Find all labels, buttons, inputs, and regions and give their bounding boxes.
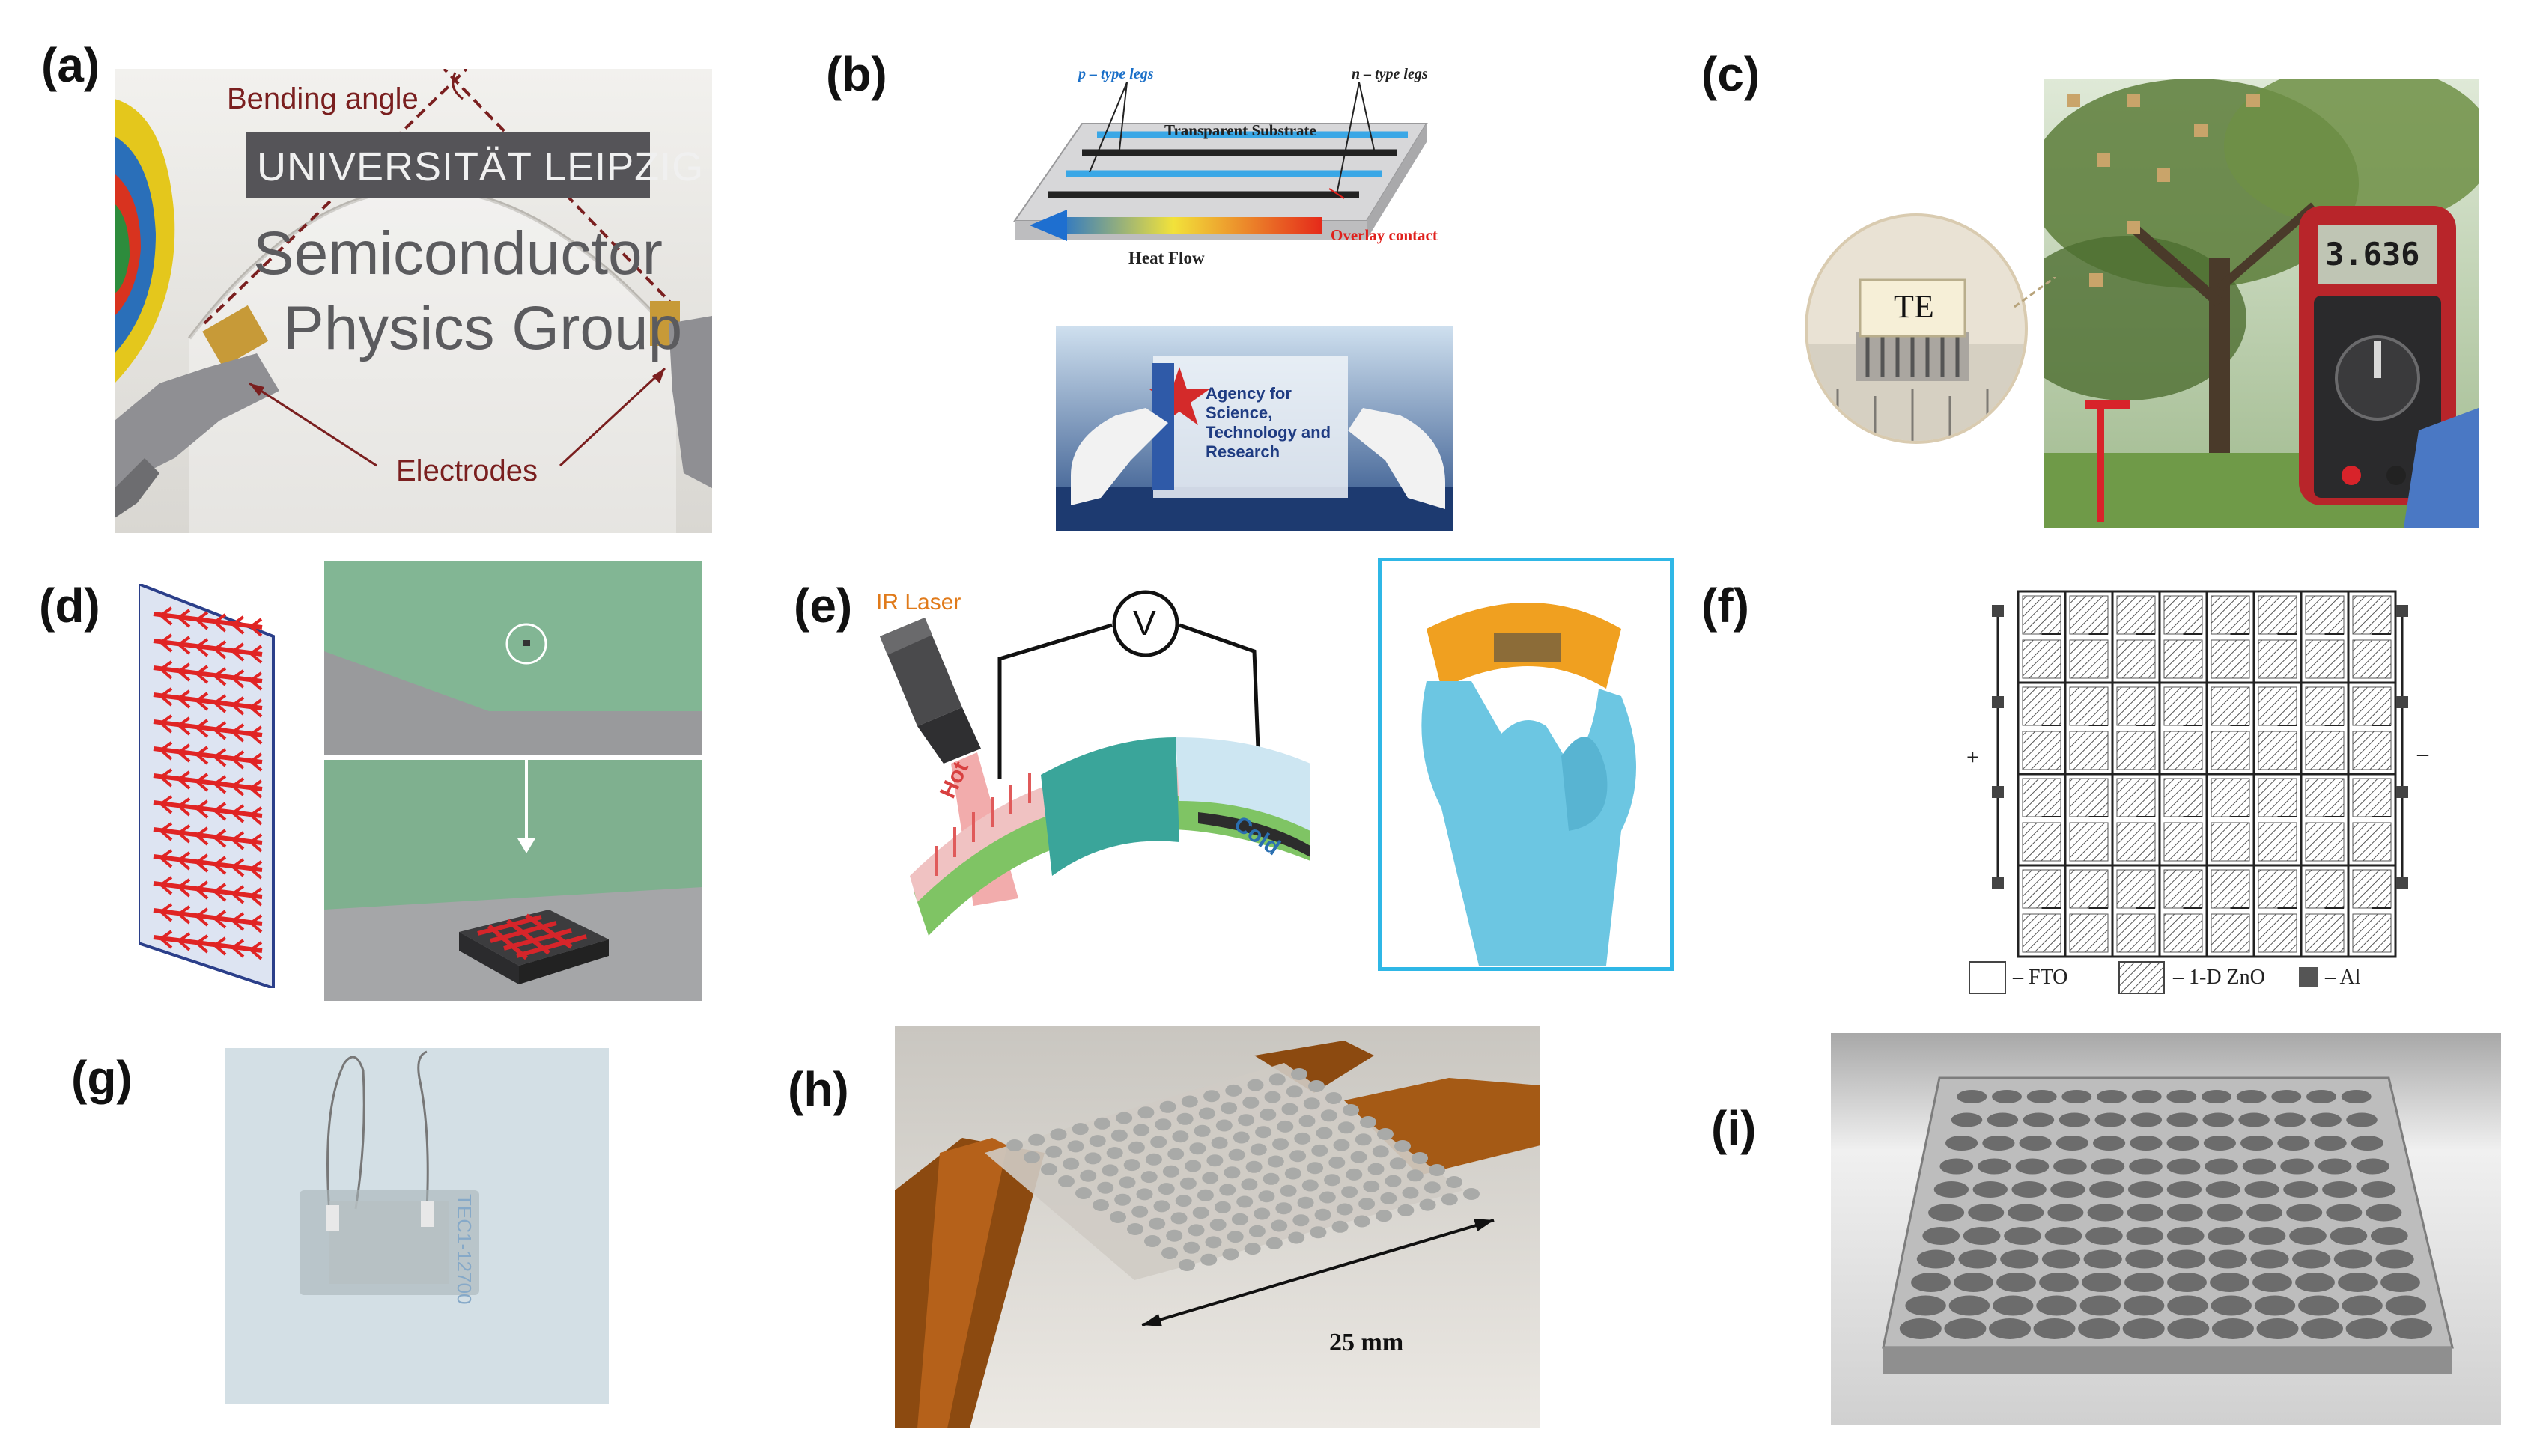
fiber-array-illustration	[137, 582, 275, 990]
panel-b-photo: Agency for Science, Technology and Resea…	[1056, 326, 1453, 531]
transparent-device-photo	[1056, 326, 1453, 531]
plus-terminal: +	[1966, 745, 1979, 770]
panel-f-grid: + – – FTO – 1-D ZnO – Al	[1962, 584, 2441, 1003]
flexible-te-device	[880, 590, 1310, 936]
panel-e-illustration: IR Laser V Hot Cold	[846, 576, 1325, 966]
colored-film	[115, 99, 175, 383]
tec-side-text: TEC1-12700	[453, 1194, 476, 1305]
p-type-legs-label: p – type legs	[1078, 66, 1154, 82]
te-label: TE	[1894, 288, 1934, 325]
panel-d-bottom-render	[324, 760, 702, 1001]
multimeter-reading: 3.636	[2325, 236, 2420, 272]
transparent-substrate-label: Transparent Substrate	[1164, 121, 1316, 139]
panel-label-f: (f)	[1701, 579, 1749, 633]
inset-leader-lines	[2014, 277, 2056, 308]
semiconductor-text: Semiconductor	[253, 219, 663, 287]
overlay-contact-label: Overlay contact	[1331, 226, 1438, 244]
panel-label-i: (i)	[1711, 1101, 1757, 1155]
panel-label-h: (h)	[788, 1062, 849, 1116]
panel-label-g: (g)	[71, 1051, 133, 1105]
panel-d-top-render	[324, 561, 702, 755]
university-banner-text: UNIVERSITÄT LEIPZIG	[257, 144, 705, 189]
glass-device-photo	[225, 1048, 609, 1404]
panel-label-b: (b)	[826, 47, 887, 101]
panel-c-photo: 3.636	[2044, 79, 2479, 528]
panel-h-photo: 25 mm	[895, 1026, 1540, 1428]
panel-label-c: (c)	[1701, 47, 1760, 101]
panel-label-d: (d)	[39, 579, 100, 633]
physics-group-text: Physics Group	[283, 294, 683, 362]
panel-i-photo	[1831, 1033, 2501, 1425]
te-inset-circle: TE	[1805, 213, 2028, 444]
minus-terminal: –	[2417, 741, 2428, 766]
outdoor-tree-photo	[2044, 79, 2479, 528]
grayscale-array-photo	[1831, 1033, 2501, 1425]
voltmeter-symbol: V	[1133, 603, 1156, 642]
legend-fto: – FTO	[2013, 966, 2068, 989]
scale-bar-label: 25 mm	[1329, 1329, 1404, 1356]
panel-d-array-sheet	[137, 582, 303, 990]
ir-laser-label: IR Laser	[876, 590, 961, 615]
thermoelectric-schematic	[1013, 82, 1428, 241]
agency-sign-text: Agency for Science, Technology and Resea…	[1206, 384, 1331, 461]
electrodes-label: Electrodes	[396, 454, 538, 487]
array-device-photo	[895, 1026, 1540, 1428]
n-type-legs-label: n – type legs	[1352, 66, 1428, 82]
panel-label-a: (a)	[41, 38, 100, 92]
bending-angle-label: Bending angle	[227, 82, 419, 115]
zno-array-diagram	[1969, 590, 2408, 994]
panel-a-photo: Bending angle UNIVERSITÄT LEIPZIG Semico…	[115, 69, 712, 533]
panel-b-schematic: p – type legs n – type legs Transparent …	[1007, 60, 1471, 269]
panel-label-e: (e)	[794, 579, 853, 633]
panel-e-glove-photo	[1378, 558, 1674, 971]
te-module-illustration	[1808, 278, 2025, 441]
panel-a-illustration	[115, 69, 712, 533]
heat-flow-label: Heat Flow	[1128, 249, 1205, 267]
green-layer-render	[324, 561, 702, 755]
glove-holding-film	[1421, 603, 1636, 966]
legend-zno: – 1-D ZnO	[2173, 966, 2265, 989]
panel-g-photo: TEC1-12700	[225, 1048, 609, 1404]
legend-al: – Al	[2325, 966, 2361, 989]
device-closeup-render	[324, 760, 702, 1001]
